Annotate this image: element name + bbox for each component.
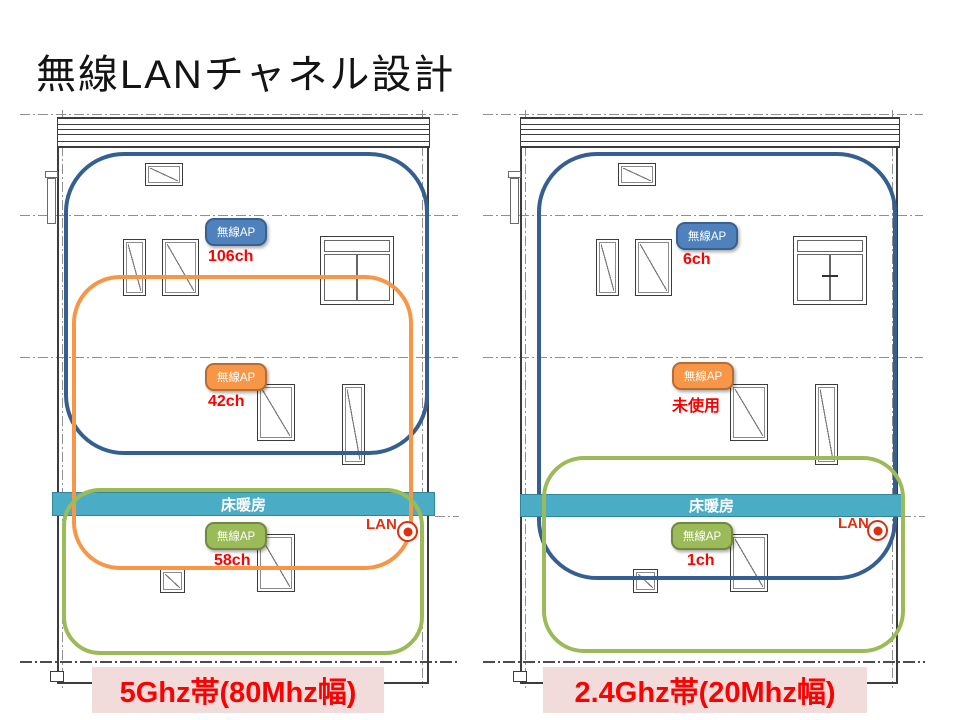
ref-line — [892, 110, 893, 688]
ref-line — [483, 114, 923, 115]
ap-badge-label: 無線AP — [683, 371, 723, 383]
ap-badge-1f: 無線AP — [205, 363, 267, 391]
coverage-area-5ghz-106ch — [64, 152, 429, 455]
channel-label: 106ch — [208, 248, 254, 265]
ap-badge-bf: 無線AP — [671, 522, 733, 550]
ap-badge-label: 無線AP — [682, 531, 722, 543]
foundation-step — [513, 671, 527, 682]
vent-pipe — [45, 171, 58, 178]
page-title: 無線LANチャネル設計 — [36, 53, 456, 97]
coverage-area-5ghz-42ch — [72, 275, 413, 570]
wall-left — [520, 148, 522, 683]
window — [145, 163, 183, 186]
window — [123, 239, 146, 296]
ap-badge-label: 無線AP — [216, 372, 256, 384]
ref-line — [62, 110, 63, 688]
lan-port-icon — [397, 521, 418, 542]
wall-left — [57, 148, 59, 683]
window — [730, 384, 768, 441]
window-handle — [822, 274, 838, 277]
floor-heating-label: 床暖房 — [220, 496, 266, 514]
channel-label: 58ch — [214, 552, 251, 569]
channel-label: 未使用 — [672, 398, 721, 415]
ap-badge-label: 無線AP — [216, 227, 256, 239]
lan-label: LAN — [366, 516, 397, 533]
ground-line — [483, 661, 925, 663]
band-label-24ghz: 2.4Ghz帯(20Mhz幅) — [543, 667, 867, 713]
floor-heating-bar: 床暖房 — [52, 492, 435, 516]
foundation-step — [50, 671, 64, 682]
ap-badge-label: 無線AP — [216, 531, 256, 543]
coverage-area-5ghz-58ch — [62, 488, 424, 655]
window — [815, 384, 838, 465]
band-label-5ghz: 5Ghz帯(80Mhz幅) — [92, 667, 384, 713]
ref-line — [525, 110, 526, 688]
ground-line — [20, 661, 460, 663]
sliding-door-window — [793, 236, 867, 305]
ap-badge-bf: 無線AP — [205, 522, 267, 550]
window — [596, 239, 619, 296]
channel-label: 42ch — [208, 393, 245, 410]
window-transom — [797, 240, 863, 252]
roof-band — [57, 117, 430, 148]
ref-line — [435, 516, 459, 517]
wall-right — [896, 148, 898, 683]
ref-line — [20, 215, 458, 216]
window-pane — [830, 254, 863, 301]
channel-label: 1ch — [687, 552, 715, 569]
floor-heating-bar: 床暖房 — [520, 494, 903, 517]
lan-label: LAN — [838, 515, 869, 532]
window — [618, 163, 656, 186]
vent-pipe — [510, 178, 519, 224]
coverage-area-24ghz-6ch — [537, 152, 897, 580]
channel-label: 6ch — [683, 251, 711, 268]
floor-heating-label: 床暖房 — [688, 498, 734, 515]
ref-line — [901, 516, 925, 517]
window-transom — [324, 240, 390, 252]
coverage-area-24ghz-1ch — [542, 456, 905, 653]
window — [162, 239, 199, 296]
ap-badge-label: 無線AP — [687, 231, 727, 243]
ref-line — [483, 357, 923, 358]
ap-badge-1f: 無線AP — [672, 362, 734, 390]
roof-band — [520, 117, 900, 148]
ap-badge-2f: 無線AP — [676, 222, 738, 250]
ref-line — [20, 357, 458, 358]
window — [257, 384, 295, 441]
window — [160, 569, 185, 593]
vent-pipe — [47, 178, 56, 224]
window — [635, 239, 672, 296]
window-pane — [797, 254, 830, 301]
ref-line — [483, 215, 923, 216]
wall-right — [427, 148, 429, 683]
lan-port-icon — [867, 520, 888, 541]
ref-line — [20, 114, 458, 115]
window — [342, 384, 365, 465]
vent-pipe — [508, 171, 521, 178]
ap-badge-2f: 無線AP — [205, 218, 267, 246]
